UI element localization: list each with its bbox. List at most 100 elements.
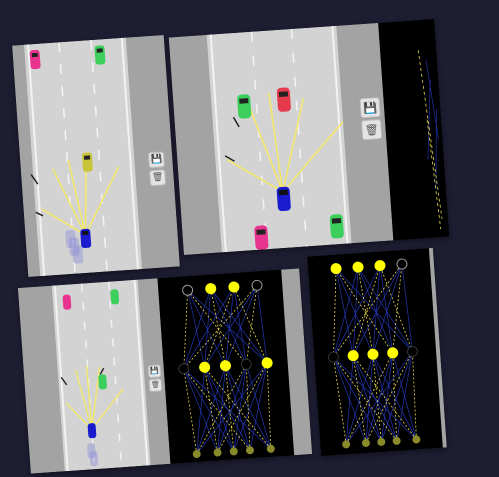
network-input-node xyxy=(392,436,401,445)
lane-divider xyxy=(58,42,76,274)
network-edge xyxy=(333,267,359,358)
network-edge xyxy=(225,286,235,366)
network-input-node xyxy=(192,449,201,458)
network-edge xyxy=(183,368,218,453)
network-input-node xyxy=(377,437,386,446)
traffic-car xyxy=(81,152,93,172)
ghost-car xyxy=(65,229,77,249)
network-edge xyxy=(335,268,354,356)
network-edge xyxy=(183,368,272,450)
discard-button[interactable]: 🗑 xyxy=(360,118,383,141)
network-edge xyxy=(333,356,417,440)
network-edge xyxy=(392,264,403,353)
network-edge xyxy=(335,268,394,354)
network-edge xyxy=(333,356,347,445)
network-hidden-node xyxy=(327,351,339,363)
network-output-node xyxy=(374,260,386,272)
save-icon: 💾 xyxy=(362,100,378,115)
network-output-node xyxy=(182,284,194,296)
road-border-right xyxy=(331,26,349,244)
save-button[interactable]: 💾 xyxy=(147,364,162,379)
sensor-rays xyxy=(65,365,124,430)
network-edge xyxy=(204,285,258,368)
network-hidden-node xyxy=(219,360,231,372)
network-output-node xyxy=(205,283,217,295)
network-edge xyxy=(196,365,226,455)
road-border-left xyxy=(209,34,227,253)
road-canvas-2 xyxy=(168,18,450,256)
network-hidden-node xyxy=(367,348,379,360)
network-edge xyxy=(345,352,394,445)
network-edge xyxy=(183,290,189,369)
traffic-car xyxy=(29,49,41,70)
discard-button[interactable]: 🗑 xyxy=(149,169,167,187)
network-edge xyxy=(187,290,205,368)
network-hidden-node xyxy=(240,358,252,370)
network-edge xyxy=(245,285,258,365)
ghost-car xyxy=(89,451,99,467)
network-hidden-node xyxy=(387,347,399,359)
network-edges-negative xyxy=(333,263,417,445)
lane-divider xyxy=(107,281,123,468)
network-input-node xyxy=(229,447,238,456)
network-edge xyxy=(210,288,268,364)
network-edge xyxy=(183,285,258,369)
network-edge xyxy=(365,352,394,444)
road-border-right xyxy=(120,37,140,270)
network-edge xyxy=(333,268,337,358)
network-edge xyxy=(225,285,258,366)
network-edge xyxy=(401,264,413,352)
network-edge xyxy=(183,288,212,369)
network-edge xyxy=(372,263,403,355)
save-button[interactable]: 💾 xyxy=(147,151,165,169)
network-edge xyxy=(333,265,381,358)
traffic-car xyxy=(276,87,291,112)
screenshot-2: 💾 🗑 xyxy=(168,18,450,256)
sensor-ray-hit xyxy=(224,155,235,162)
network-edge xyxy=(412,351,417,440)
network-hidden-node xyxy=(347,350,359,362)
network-input-node xyxy=(245,446,254,455)
sensor-rays xyxy=(226,92,344,193)
network-edge xyxy=(204,366,272,450)
network-output-node xyxy=(352,261,364,273)
network-hidden-node xyxy=(261,357,273,369)
save-icon: 💾 xyxy=(149,366,160,376)
network-hidden-node xyxy=(199,361,211,373)
network-edge xyxy=(217,362,268,453)
network-input-node xyxy=(412,435,421,444)
network-output-node xyxy=(396,258,408,270)
network-edge xyxy=(352,263,403,356)
network-edge xyxy=(333,356,397,442)
network-output-node xyxy=(251,279,263,291)
traffic-car xyxy=(94,45,106,65)
network-edge xyxy=(245,364,272,449)
network-edge xyxy=(352,267,359,356)
screenshot-1: 💾 🗑 xyxy=(12,34,180,278)
network-edge xyxy=(183,368,251,451)
road-shoulder xyxy=(281,268,313,456)
network-edge xyxy=(233,286,247,365)
trash-icon: 🗑 xyxy=(150,380,161,390)
discard-button[interactable]: 🗑 xyxy=(148,378,163,393)
network-edge xyxy=(217,364,247,453)
network-hidden-node xyxy=(178,363,190,375)
road-border-right xyxy=(133,279,149,466)
network-edge xyxy=(352,355,367,444)
network-edge xyxy=(333,356,367,444)
network-edge xyxy=(352,355,382,443)
sensor-ray-hit xyxy=(30,174,39,185)
network-hidden-node xyxy=(406,346,418,358)
network-edge xyxy=(392,352,417,440)
network-edge xyxy=(379,265,394,353)
network-edge xyxy=(204,288,212,368)
network-edge xyxy=(357,267,374,355)
network-input-node xyxy=(361,438,370,447)
screenshot-3: ↑←→↓ 💾 🗑 xyxy=(17,268,313,474)
save-button[interactable]: 💾 xyxy=(359,96,381,119)
road-border-left xyxy=(27,44,46,276)
player-car xyxy=(87,423,97,439)
network-edge xyxy=(372,354,382,442)
ghost-car xyxy=(87,443,96,459)
traffic-car xyxy=(62,294,72,310)
